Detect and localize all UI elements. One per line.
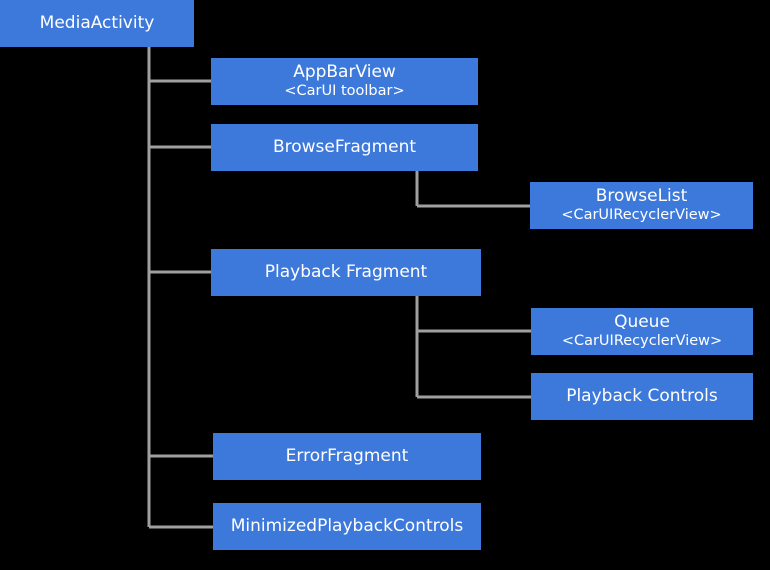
node-playback-controls-title: Playback Controls <box>566 386 718 407</box>
node-queue-title: Queue <box>614 312 670 333</box>
node-mediaactivity[interactable]: MediaActivity <box>0 0 194 47</box>
node-appbarview[interactable]: AppBarView <CarUI toolbar> <box>211 58 478 105</box>
node-minimized-playback-controls[interactable]: MinimizedPlaybackControls <box>213 503 481 550</box>
node-minimized-playback-controls-title: MinimizedPlaybackControls <box>230 516 464 537</box>
node-browsefragment-title: BrowseFragment <box>272 137 417 158</box>
node-browselist[interactable]: BrowseList <CarUIRecyclerView> <box>530 182 753 229</box>
node-appbarview-subtitle: <CarUI toolbar> <box>284 83 405 100</box>
node-mediaactivity-title: MediaActivity <box>39 13 155 34</box>
node-playback-fragment-title: Playback Fragment <box>264 262 428 283</box>
node-browselist-title: BrowseList <box>595 186 688 207</box>
node-playback-fragment[interactable]: Playback Fragment <box>211 249 481 296</box>
node-browselist-subtitle: <CarUIRecyclerView> <box>561 207 722 224</box>
node-appbarview-title: AppBarView <box>293 62 396 83</box>
node-errorfragment[interactable]: ErrorFragment <box>213 433 481 480</box>
node-queue-subtitle: <CarUIRecyclerView> <box>561 333 723 350</box>
node-queue[interactable]: Queue <CarUIRecyclerView> <box>531 308 753 355</box>
node-browsefragment[interactable]: BrowseFragment <box>211 124 478 171</box>
node-playback-controls[interactable]: Playback Controls <box>531 373 753 420</box>
node-errorfragment-title: ErrorFragment <box>285 446 409 467</box>
